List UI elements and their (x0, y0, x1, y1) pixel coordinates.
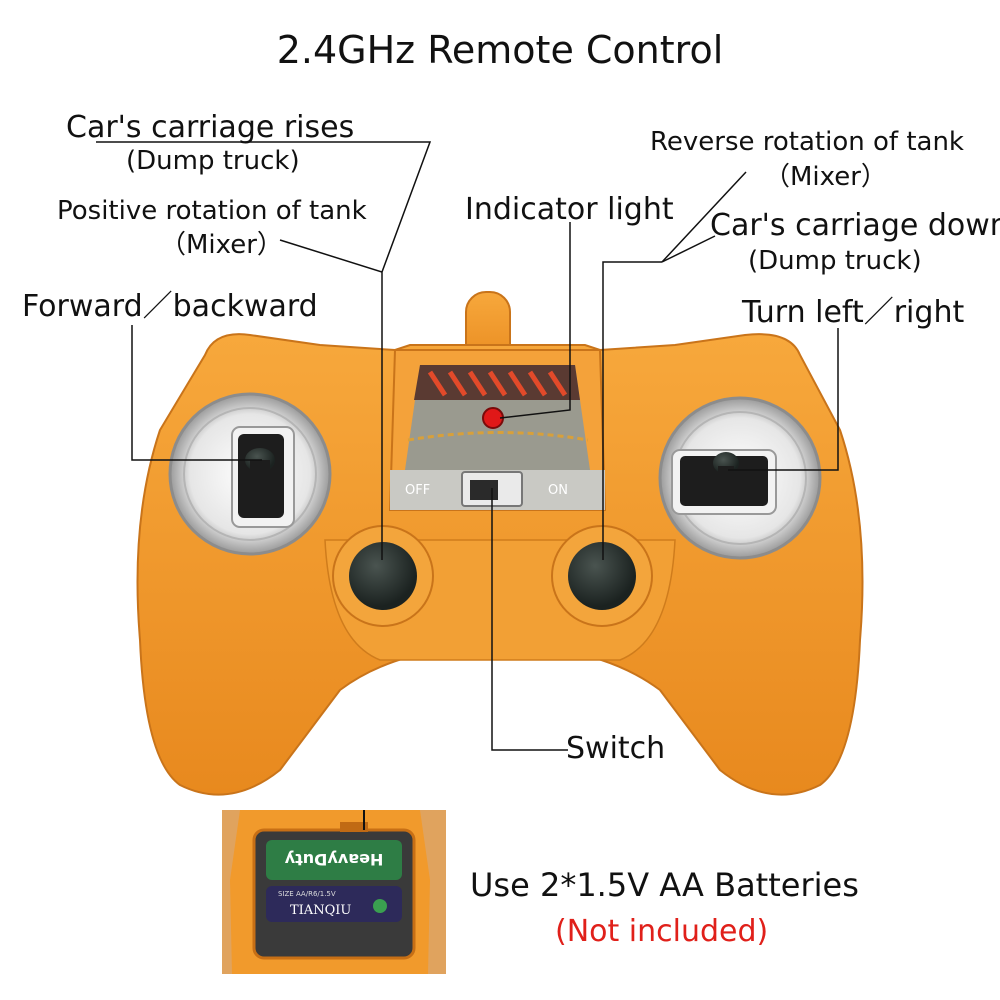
label-switch: Switch (566, 731, 666, 766)
battery-instruction: Use 2*1.5V AA Batteries (470, 866, 859, 904)
leader-lines (96, 141, 839, 751)
label-mixer-2: （Mixer） (764, 162, 887, 192)
label-dump-truck-2: (Dump truck) (748, 246, 922, 276)
right-joystick[interactable] (658, 396, 822, 560)
on-label: ON (548, 483, 568, 498)
label-reverse-rotation: Reverse rotation of tank (650, 127, 964, 157)
battery-brand-top: HeavyDuty (284, 850, 383, 869)
label-dump-truck-1: (Dump truck) (126, 146, 300, 176)
battery-not-included-note: (Not included) (555, 914, 769, 949)
center-panel: OFF ON (388, 349, 607, 511)
off-label: OFF (405, 483, 430, 498)
label-mixer-1: （Mixer） (160, 230, 283, 260)
left-button[interactable] (332, 525, 434, 627)
diagram-title: 2.4GHz Remote Control (276, 28, 724, 72)
label-forward-backward: Forward／backward (22, 289, 318, 324)
label-carriage-down: Car's carriage down (710, 208, 1000, 243)
label-positive-rotation: Positive rotation of tank (57, 196, 367, 226)
battery-size-label: SIZE AA/R6/1.5V (278, 890, 336, 898)
label-indicator-light: Indicator light (465, 192, 674, 227)
label-carriage-rises: Car's carriage rises (66, 110, 355, 145)
battery-compartment-photo: HeavyDuty SIZE AA/R6/1.5V TIANQIU (222, 810, 446, 974)
battery-brand-bottom: TIANQIU (290, 903, 351, 918)
right-button[interactable] (551, 525, 653, 627)
left-joystick[interactable] (168, 392, 332, 556)
label-turn-left-right: Turn left／right (742, 295, 965, 330)
